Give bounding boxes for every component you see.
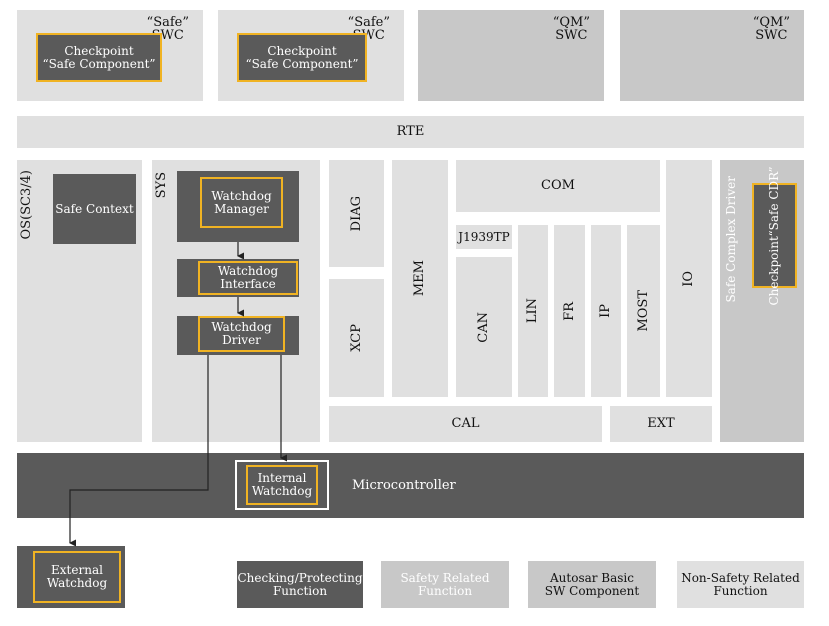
io-block: IO <box>666 160 712 397</box>
watchdog-manager-block: Watchdog Manager <box>177 171 299 242</box>
rte-layer: RTE <box>17 116 804 148</box>
safe-swc-2: “Safe” SWC Checkpoint “Safe Component” <box>218 10 404 101</box>
ip-block: IP <box>591 225 621 397</box>
external-watchdog: External Watchdog <box>33 551 121 603</box>
safe-swc-1: “Safe” SWC Checkpoint “Safe Component” <box>17 10 203 101</box>
watchdog-manager: Watchdog Manager <box>200 177 283 228</box>
safe-context: Safe Context <box>53 174 136 244</box>
legend-non-safety-related: Non-Safety Related Function <box>677 561 804 608</box>
external-watchdog-block: External Watchdog <box>17 546 125 608</box>
os-label: OS(SC3/4) <box>19 170 34 240</box>
can-block: CAN <box>456 257 512 397</box>
watchdog-interface: Watchdog Interface <box>198 261 298 295</box>
fr-block: FR <box>554 225 585 397</box>
mem-block: MEM <box>392 160 448 397</box>
legend-checking-protecting: Checking/Protecting Function <box>237 561 363 608</box>
diag-block: DIAG <box>329 160 384 267</box>
microcontroller-layer: Microcontroller Internal Watchdog <box>17 453 804 518</box>
internal-watchdog: Internal Watchdog <box>246 465 318 505</box>
watchdog-driver: Watchdog Driver <box>198 316 285 352</box>
watchdog-driver-block: Watchdog Driver <box>177 316 299 355</box>
watchdog-interface-block: Watchdog Interface <box>177 259 299 297</box>
safe-complex-driver-label: Safe Complex Driver <box>724 176 738 303</box>
legend-safety-related: Safety Related Function <box>381 561 509 608</box>
sys-label: SYS <box>154 172 169 199</box>
internal-watchdog-frame: Internal Watchdog <box>235 460 329 510</box>
ext-block: EXT <box>610 406 712 442</box>
j1939tp-block: J1939TP <box>456 225 512 249</box>
xcp-block: XCP <box>329 279 384 397</box>
os-block: OS(SC3/4) Safe Context <box>17 160 142 442</box>
checkpoint-safe-cdr: Checkpoint “Safe CDR” <box>752 166 797 305</box>
swc-label: “Safe” SWC <box>146 15 189 43</box>
microcontroller-label: Microcontroller <box>352 478 456 493</box>
qm-swc-2: “QM” SWC <box>620 10 804 101</box>
lin-block: LIN <box>518 225 548 397</box>
swc-label: “QM” SWC <box>552 15 590 43</box>
most-block: MOST <box>627 225 660 397</box>
checkpoint-safe-component: Checkpoint “Safe Component” <box>237 33 367 82</box>
safe-complex-driver: Safe Complex Driver Checkpoint “Safe CDR… <box>720 160 804 442</box>
qm-swc-1: “QM” SWC <box>418 10 604 101</box>
cal-block: CAL <box>329 406 602 442</box>
swc-label: “QM” SWC <box>752 15 790 43</box>
com-block: COM <box>456 160 660 212</box>
checkpoint-safe-component: Checkpoint “Safe Component” <box>36 33 162 82</box>
legend-autosar-basic: Autosar Basic SW Component <box>528 561 656 608</box>
